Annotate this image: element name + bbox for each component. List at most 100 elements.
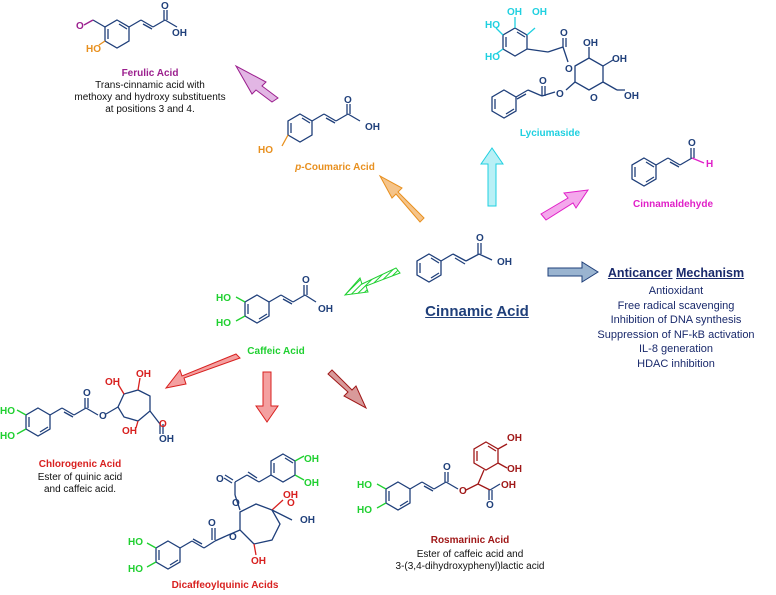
caffeic-ho-1: HO — [216, 293, 231, 304]
rosmarinic-desc-line-1: Ester of caffeic acid and — [416, 549, 524, 560]
chlorogenic-o-3: O — [159, 419, 167, 430]
arrow-to-lyciumaside — [480, 147, 504, 207]
arrow-to-ferulic — [234, 64, 279, 103]
rosmarinic-description: Ester of caffeic acid and 3-(3,4-dihydro… — [380, 549, 560, 573]
rosmarinic-name: Rosmarinic Acid — [430, 535, 510, 546]
rosmarinic-oh-3: OH — [507, 464, 522, 475]
caffeic-o: O — [302, 275, 310, 286]
atom-labels: OH O HO O OH O HO OH O O H HO OH OH HO O… — [0, 1, 713, 575]
coumaric-name: p-Coumaric Acid — [280, 162, 390, 174]
dicaffeoyl-o-2: O — [232, 498, 240, 509]
lyciumaside-name: Lyciumaside — [519, 128, 581, 139]
mechanism-item-hdac: HDAC inhibition — [637, 357, 715, 370]
lyciumaside-ring-o: O — [590, 93, 598, 104]
lyciumaside-o-4: O — [539, 76, 547, 87]
ferulic-methoxy-o: O — [76, 21, 84, 32]
cinnamic-title-part2: Acid — [496, 303, 529, 320]
mechanism-item-nfkb: Suppression of NF-kB activation — [597, 328, 755, 341]
lyciumaside-oh-1: OH — [507, 7, 522, 18]
lyciumaside-ho-1: HO — [485, 20, 500, 31]
rosmarinic-ho-2: HO — [357, 505, 372, 516]
arrow-to-rosmarinic — [327, 369, 368, 410]
lyciumaside-o-2: O — [565, 64, 573, 75]
cinnamic-oh: OH — [497, 257, 512, 268]
mechanism-title-part1: Anticancer — [607, 266, 673, 280]
dicaffeoyl-o-4: O — [229, 532, 237, 543]
mechanism-item-antioxidant: Antioxidant — [648, 285, 704, 297]
coumaric-ho: HO — [258, 145, 273, 156]
cinnamic-acid-structure — [416, 243, 493, 283]
chlorogenic-o-1: O — [83, 388, 91, 399]
chlorogenic-name: Chlorogenic Acid — [38, 459, 122, 470]
dicaffeoyl-o-3: O — [287, 498, 295, 509]
rosmarinic-o-1: O — [443, 462, 451, 473]
chlorogenic-oh-4: OH — [159, 434, 174, 445]
dicaffeoyl-oh-1: OH — [304, 454, 319, 465]
chlorogenic-desc-line-2: and caffeic acid. — [43, 484, 117, 495]
ferulic-o: O — [161, 1, 169, 12]
coumaric-o: O — [344, 95, 352, 106]
chlorogenic-oh-2: OH — [136, 369, 151, 380]
lyciumaside-oh-2: OH — [532, 7, 547, 18]
rosmarinic-structure — [376, 441, 508, 511]
rosmarinic-ho-1: HO — [357, 480, 372, 491]
dicaffeoyl-o-1: O — [216, 474, 224, 485]
arrow-to-caffeic — [343, 267, 401, 296]
lyciumaside-ho-2: HO — [485, 52, 500, 63]
cinnamaldehyde-h: H — [706, 159, 713, 170]
rosmarinic-oh-2: OH — [507, 433, 522, 444]
caffeic-ho-2: HO — [216, 318, 231, 329]
arrow-to-mechanism — [547, 261, 599, 283]
dicaffeoyl-ho-1: HO — [128, 537, 143, 548]
cinnamic-title-part1: Cinnamic — [425, 303, 493, 320]
lyciumaside-o-3: O — [556, 89, 564, 100]
chlorogenic-ho-2: HO — [0, 431, 15, 442]
dicaffeoyl-oh-3: OH — [283, 490, 298, 501]
cinnamic-o: O — [476, 233, 484, 244]
rosmarinic-o-2: O — [459, 486, 467, 497]
dicaffeoyl-ho-2: HO — [128, 564, 143, 575]
coumaric-prefix: p — [295, 162, 302, 173]
ferulic-ho: HO — [86, 44, 101, 55]
lyciumaside-oh-4: OH — [612, 54, 627, 65]
dicaffeoyl-oh-4: OH — [300, 515, 315, 526]
mechanism-item-radical-scavenging: Free radical scavenging — [617, 299, 735, 312]
ferulic-desc-line-1: Trans-cinnamic acid with — [95, 80, 205, 91]
coumaric-name-main: -Coumaric Acid — [301, 162, 375, 173]
chlorogenic-desc-line-1: Ester of quinic acid — [37, 472, 123, 483]
mechanism-item-il8: IL-8 generation — [639, 343, 713, 356]
chlorogenic-oh-3: OH — [122, 426, 137, 437]
rosmarinic-oh-1: OH — [501, 480, 516, 491]
coumaric-oh: OH — [365, 122, 380, 133]
chlorogenic-oh-1: OH — [105, 377, 120, 388]
arrow-to-chlorogenic — [164, 353, 241, 389]
cinnamaldehyde-name: Cinnamaldehyde — [632, 199, 714, 210]
cinnamaldehyde-structure — [631, 148, 705, 187]
caffeic-name: Caffeic Acid — [247, 346, 305, 357]
chlorogenic-ho-1: HO — [0, 406, 15, 417]
dicaffeoyl-oh-2: OH — [304, 478, 319, 489]
cinnamic-acid-title: Cinnamic Acid — [412, 303, 542, 321]
cinnamaldehyde-o: O — [688, 138, 696, 149]
mechanism-title: Anticancer Mechanism — [586, 265, 766, 281]
caffeic-oh: OH — [318, 304, 333, 315]
ferulic-desc-line-2: methoxy and hydroxy substituents — [74, 92, 226, 103]
ferulic-oh: OH — [172, 28, 187, 39]
chlorogenic-structure — [16, 377, 164, 437]
mechanism-item-dna-synthesis: Inhibition of DNA synthesis — [610, 314, 742, 327]
arrow-to-coumaric — [378, 174, 425, 223]
lyciumaside-o-1: O — [560, 28, 568, 39]
dicaffeoylquinic-name: Dicaffeoylquinic Acids — [171, 580, 279, 591]
ferulic-description: Trans-cinnamic acid with methoxy and hyd… — [60, 80, 240, 116]
rosmarinic-desc-line-2: 3-(3,4-dihydroxyphenyl)lactic acid — [395, 561, 545, 572]
lyciumaside-oh-3: OH — [583, 38, 598, 49]
mechanism-title-part2: Mechanism — [676, 266, 745, 280]
ferulic-desc-line-3: at positions 3 and 4. — [105, 104, 195, 115]
dicaffeoylquinic-structure — [146, 453, 305, 570]
dicaffeoyl-oh-5: OH — [251, 556, 266, 567]
chlorogenic-o-2: O — [99, 411, 107, 422]
ferulic-name: Ferulic Acid — [121, 68, 179, 79]
caffeic-structure — [235, 285, 317, 324]
dicaffeoyl-o-5: O — [208, 518, 216, 529]
